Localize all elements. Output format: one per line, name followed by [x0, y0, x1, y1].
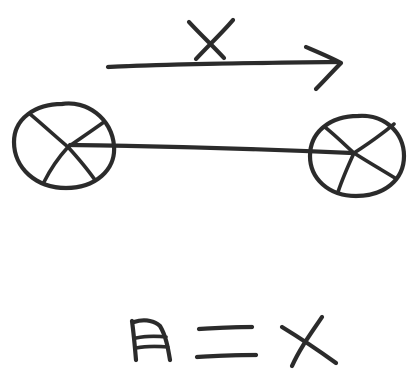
equation-left-a: A [129, 318, 173, 363]
equation-right-x: X [279, 314, 339, 369]
direction-arrow [105, 44, 344, 92]
equation: A = X [129, 314, 339, 369]
arrow-label-x: X [186, 17, 236, 62]
equation-operator-equals: = [194, 324, 259, 360]
left-ball [11, 101, 117, 191]
right-ball [307, 113, 407, 199]
